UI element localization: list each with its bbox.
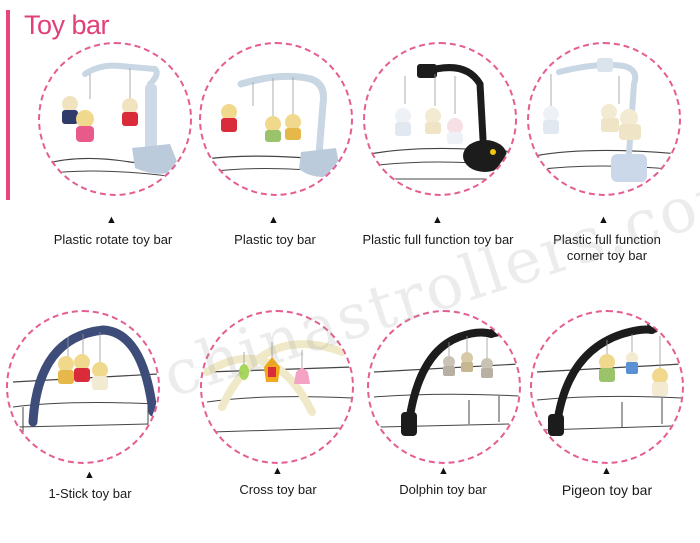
product-image-pigeon[interactable] [530, 310, 684, 464]
caption-pigeon: Pigeon toy bar [561, 482, 653, 498]
pointer-arrow-icon: ▲ [432, 214, 443, 226]
caption-plastic: Plastic toy bar [234, 232, 316, 247]
product-image-plastic-full-function[interactable] [363, 42, 517, 196]
title-accent-bar [6, 10, 10, 200]
pigeon-toy-bar-illustration [536, 323, 682, 436]
pointer-arrow-icon: ▲ [84, 469, 95, 481]
caption-cross: Cross toy bar [239, 482, 317, 497]
caption-one-stick: 1-Stick toy bar [48, 486, 132, 501]
caption-plastic-full-function-corner: Plastic full function [553, 232, 661, 247]
caption-plastic-full-function-corner-line2: corner toy bar [566, 248, 648, 263]
caption-plastic-rotate: Plastic rotate toy bar [53, 232, 173, 247]
product-image-plastic-rotate[interactable] [38, 42, 192, 196]
page-title: Toy bar [24, 10, 110, 40]
product-image-dolphin[interactable] [367, 310, 521, 464]
plastic-rotate-toy-bar-illustration [44, 62, 190, 180]
product-image-cross[interactable] [200, 310, 354, 464]
caption-plastic-full-function: Plastic full function toy bar [362, 232, 514, 247]
pointer-arrow-icon: ▲ [601, 465, 612, 477]
product-image-plastic-full-function-corner[interactable] [527, 42, 681, 196]
cross-toy-bar-illustration [203, 340, 352, 433]
dolphin-toy-bar-illustration [373, 328, 519, 436]
pointer-arrow-icon: ▲ [598, 214, 609, 226]
product-image-plastic[interactable] [199, 42, 353, 196]
plastic-full-function-corner-toy-bar-illustration [533, 58, 679, 182]
pointer-arrow-icon: ▲ [106, 214, 117, 226]
pointer-arrow-icon: ▲ [268, 214, 279, 226]
plastic-full-function-toy-bar-illustration [369, 64, 515, 180]
pointer-arrow-icon: ▲ [272, 465, 283, 477]
pointer-arrow-icon: ▲ [438, 465, 449, 477]
product-image-one-stick[interactable] [6, 310, 160, 464]
one-stick-toy-bar-illustration [12, 325, 158, 432]
plastic-toy-bar-illustration [205, 72, 351, 178]
caption-dolphin: Dolphin toy bar [399, 482, 487, 497]
